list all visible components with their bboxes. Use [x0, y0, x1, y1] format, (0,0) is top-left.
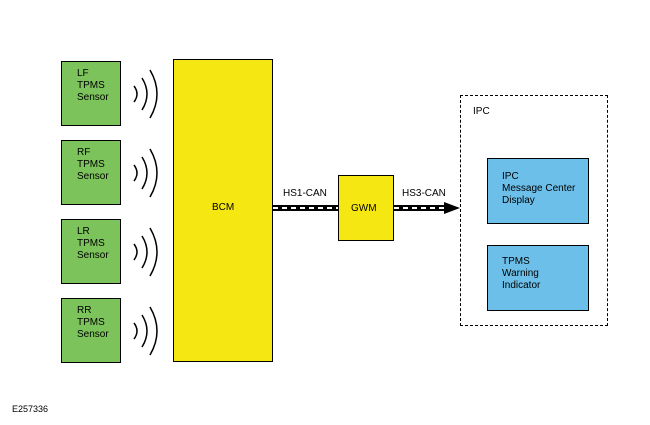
- rf-tpms-sensor: RF TPMS Sensor: [61, 140, 121, 205]
- gwm-label: GWM: [351, 203, 377, 214]
- lr-sensor-label: LR TPMS Sensor: [77, 226, 109, 261]
- tpms-warning-indicator: TPMS Warning Indicator: [487, 245, 589, 311]
- bcm-label: BCM: [212, 202, 235, 213]
- figure-id: E257336: [12, 404, 49, 414]
- gwm-module: GWM: [338, 175, 394, 241]
- rr-sensor-label: RR TPMS Sensor: [77, 305, 109, 340]
- ipc-container: IPC: [460, 95, 608, 326]
- lf-tpms-sensor: LF TPMS Sensor: [61, 61, 121, 126]
- rr-wave-icon: [133, 306, 158, 356]
- rf-wave-icon: [133, 148, 158, 198]
- warning-indicator-label: TPMS Warning Indicator: [502, 256, 541, 291]
- rr-tpms-sensor: RR TPMS Sensor: [61, 298, 121, 363]
- hs1-can-line: [273, 205, 338, 211]
- lr-tpms-sensor: LR TPMS Sensor: [61, 219, 121, 284]
- hs3-can-label: HS3-CAN: [402, 188, 446, 199]
- hs3-can-line: [394, 202, 460, 214]
- hs1-can-label: HS1-CAN: [283, 188, 327, 199]
- lf-wave-icon: [133, 69, 158, 119]
- arrow-head-icon: [444, 202, 460, 214]
- message-center-label: IPC Message Center Display: [502, 171, 576, 206]
- bcm-module: BCM: [173, 59, 273, 362]
- message-center-display: IPC Message Center Display: [487, 158, 589, 224]
- lf-sensor-label: LF TPMS Sensor: [77, 68, 109, 103]
- rf-sensor-label: RF TPMS Sensor: [77, 147, 109, 182]
- lr-wave-icon: [133, 227, 158, 277]
- ipc-label: IPC: [473, 106, 490, 117]
